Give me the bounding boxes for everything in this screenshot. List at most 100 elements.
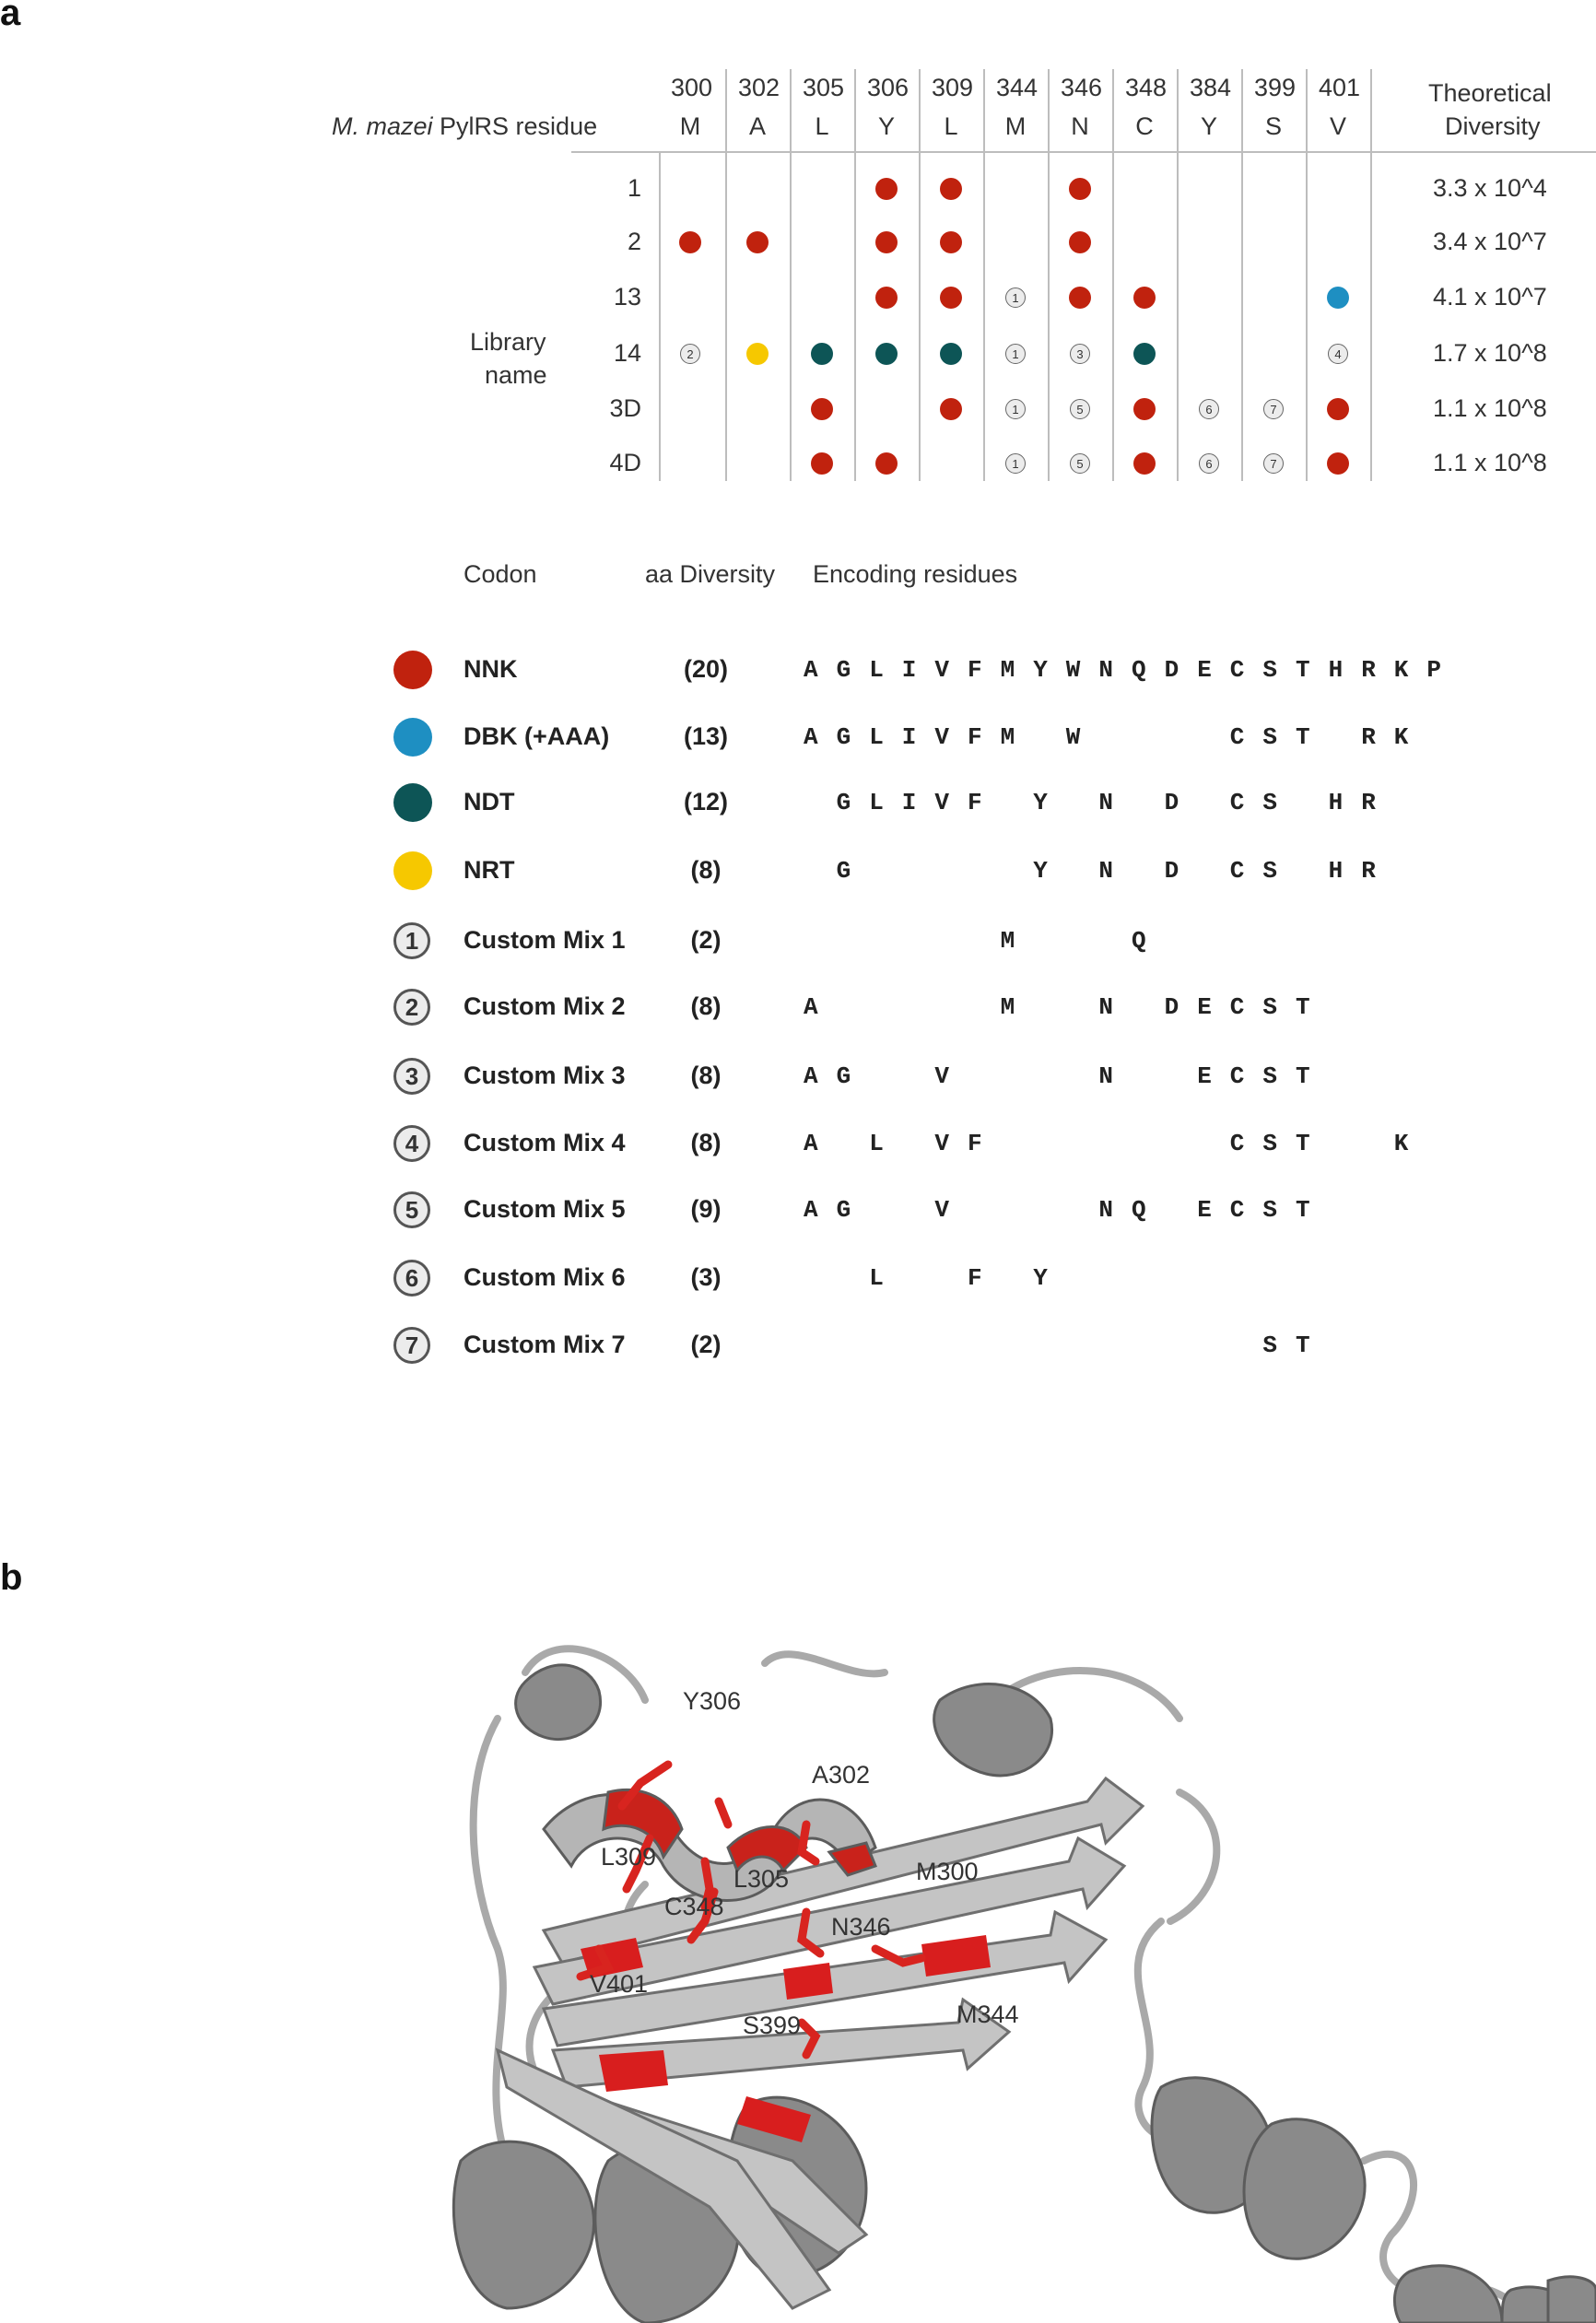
encoded-residue: N: [1098, 993, 1113, 1021]
diversity-header-line1: Theoretical: [1428, 79, 1552, 107]
encoded-residue: N: [1098, 857, 1113, 885]
encoded-residue: H: [1328, 789, 1344, 816]
encoded-residue: F: [968, 1264, 982, 1292]
encoded-residue: S: [1262, 993, 1277, 1021]
aa-diversity: (20): [683, 655, 728, 683]
table-header-divider: [571, 151, 1596, 153]
table-column-divider: [790, 69, 792, 481]
encoded-residue: N: [1098, 656, 1113, 684]
encoded-residue: L: [869, 656, 884, 684]
encoded-residue: C: [1229, 1196, 1245, 1224]
legend-mix-marker: 2: [393, 989, 430, 1026]
encoded-residue: A: [804, 1062, 818, 1090]
residue-letter: C: [1135, 112, 1154, 140]
encoded-residue: A: [804, 1196, 818, 1224]
encoded-residue: G: [836, 723, 851, 751]
encoded-residue: C: [1229, 656, 1245, 684]
species-name: M. mazei: [332, 112, 433, 140]
encoded-residue: T: [1296, 656, 1310, 684]
encoded-residue: H: [1328, 656, 1344, 684]
structure-label-a302: A302: [812, 1761, 871, 1789]
structure-label-n346: N346: [831, 1913, 891, 1941]
aa-diversity: (2): [690, 926, 722, 954]
position-number: 384: [1190, 74, 1232, 101]
codon-dot-nnk: [1069, 178, 1091, 200]
encoding-residues-header: Encoding residues: [813, 560, 1018, 588]
structure-label-v401: V401: [590, 1970, 649, 1998]
legend-dot-ndt: [393, 783, 432, 822]
encoded-residue: M: [1000, 723, 1015, 751]
position-number: 306: [867, 74, 909, 101]
legend-mix-marker: 3: [393, 1058, 430, 1095]
structure-label-c348: C348: [664, 1893, 724, 1920]
encoded-residue: N: [1098, 789, 1113, 816]
encoded-residue: S: [1262, 857, 1277, 885]
encoded-residue: A: [804, 723, 818, 751]
codon-name: NDT: [464, 788, 515, 815]
encoded-residue: A: [804, 993, 818, 1021]
encoded-residue: R: [1361, 656, 1376, 684]
codon-dot-nnk: [875, 231, 898, 253]
encoded-residue: S: [1262, 1062, 1277, 1090]
encoded-residue: L: [869, 789, 884, 816]
encoded-residue: T: [1296, 1332, 1310, 1359]
encoded-residue: T: [1296, 1196, 1310, 1224]
encoded-residue: I: [901, 723, 917, 751]
encoded-residue: C: [1229, 723, 1245, 751]
residue-letter: A: [748, 112, 766, 140]
encoded-residue: V: [934, 789, 949, 816]
encoded-residue: I: [901, 656, 917, 684]
encoded-residue: E: [1197, 1062, 1212, 1090]
codon-name: Custom Mix 6: [464, 1263, 626, 1291]
table-column-divider: [854, 69, 856, 481]
encoded-residue: L: [869, 723, 884, 751]
protein-structure: [452, 1645, 1596, 2323]
encoded-residue: Q: [1132, 927, 1146, 955]
position-number: 348: [1125, 74, 1168, 101]
codon-dot-nnk: [1069, 287, 1091, 309]
custom-mix-marker: 1: [1005, 399, 1026, 419]
codon-header: Codon: [464, 560, 537, 588]
library-name: 1: [627, 174, 641, 202]
codon-name: NRT: [464, 856, 515, 884]
codon-dot-nnk: [1133, 287, 1156, 309]
custom-mix-marker: 3: [1070, 344, 1090, 364]
codon-dot-nnk: [875, 452, 898, 475]
encoded-residue: C: [1229, 789, 1245, 816]
codon-name: Custom Mix 5: [464, 1195, 626, 1223]
table-column-divider: [1112, 69, 1114, 481]
position-number: 305: [803, 74, 845, 101]
codon-name: Custom Mix 3: [464, 1062, 626, 1089]
codon-name: Custom Mix 1: [464, 926, 626, 954]
encoded-residue: S: [1262, 789, 1277, 816]
encoded-residue: G: [836, 1062, 851, 1090]
codon-dot-ndt: [875, 343, 898, 365]
library-name: 3D: [609, 394, 641, 422]
encoded-residue: R: [1361, 857, 1376, 885]
table-column-divider: [919, 69, 921, 481]
codon-dot-ndt: [811, 343, 833, 365]
custom-mix-marker: 1: [1005, 287, 1026, 308]
codon-dot-nnk: [940, 231, 962, 253]
aa-diversity: (9): [690, 1195, 722, 1223]
encoded-residue: P: [1426, 656, 1441, 684]
encoded-residue: I: [901, 789, 917, 816]
encoded-residue: G: [836, 789, 851, 816]
residue-letter: M: [1004, 112, 1027, 140]
encoded-residue: W: [1065, 723, 1081, 751]
aa-diversity: (8): [690, 1062, 722, 1089]
legend-dot-dbk: [393, 718, 432, 757]
encoded-residue: C: [1229, 993, 1245, 1021]
aa-diversity: (13): [683, 722, 728, 750]
encoded-residue: T: [1296, 993, 1310, 1021]
encoded-residue: V: [934, 1062, 949, 1090]
position-number: 346: [1061, 74, 1103, 101]
custom-mix-marker: 1: [1005, 453, 1026, 474]
encoded-residue: W: [1065, 656, 1081, 684]
codon-name: Custom Mix 4: [464, 1129, 626, 1156]
encoded-residue: C: [1229, 857, 1245, 885]
codon-dot-nnk: [875, 287, 898, 309]
residue-letter: N: [1071, 112, 1089, 140]
encoded-residue: T: [1296, 1062, 1310, 1090]
residue-letter: S: [1264, 112, 1282, 140]
